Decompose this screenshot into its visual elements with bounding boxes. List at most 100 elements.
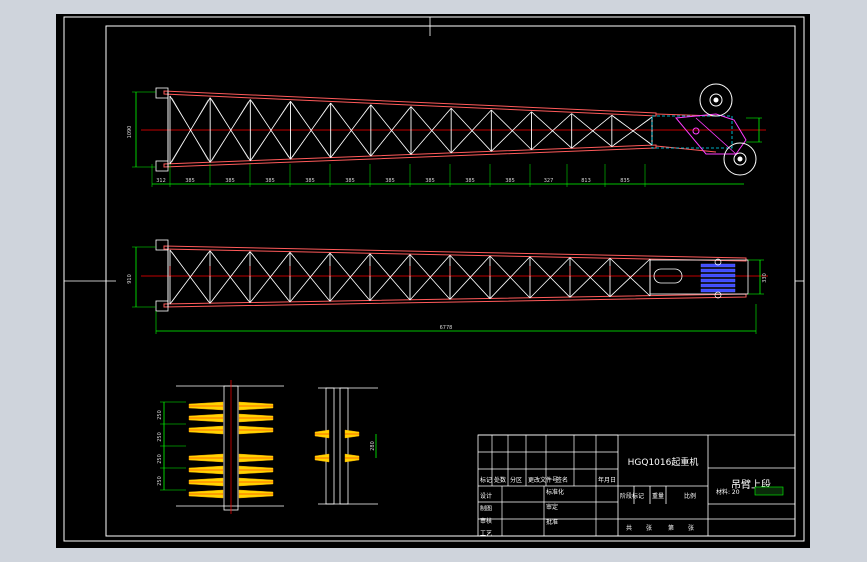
head-box: [651, 115, 733, 149]
root-plate: [155, 300, 169, 312]
head-plate: [675, 113, 747, 155]
segment-dim-text: 385: [465, 178, 475, 184]
pin: [700, 283, 736, 288]
segment-dim-text: 385: [345, 178, 355, 184]
right-dim-text: 330: [762, 273, 768, 283]
lower-chord: [163, 144, 657, 168]
lattice-diagonal-inner: [453, 111, 490, 152]
head-link: [695, 117, 737, 155]
pin: [700, 278, 736, 283]
sheet-label: 张: [646, 524, 652, 532]
lattice-diagonal-inner: [252, 103, 289, 159]
segment-dim-text: 385: [305, 178, 315, 184]
sheet-label: 共: [626, 524, 632, 532]
lattice-diagonal-inner: [371, 256, 409, 299]
lattice-diagonal-inner: [412, 110, 450, 153]
pin: [700, 273, 736, 278]
role-label: 工艺: [480, 530, 492, 538]
lattice-diagonal-inner: [451, 257, 489, 298]
lattice-diagonal-inner: [491, 258, 529, 297]
head-box: [649, 259, 749, 295]
lattice-diagonal-inner: [531, 258, 569, 296]
lattice-diagonal-inner: [411, 256, 449, 298]
root-plate: [155, 160, 169, 172]
head-pin-stack: [700, 258, 736, 299]
sheave-lower-hub: [733, 152, 747, 166]
segment-dim-text: 385: [185, 178, 195, 184]
pin: [700, 288, 736, 293]
lattice-diagonal-inner: [453, 110, 490, 150]
lattice-diagonal-inner: [531, 259, 569, 297]
lattice-diagonal-inner: [291, 254, 329, 300]
lattice-diagonal-inner: [412, 108, 450, 152]
segment-dim-text: 813: [581, 178, 591, 184]
stage-label: 阶段标记: [620, 492, 644, 500]
sheave-upper-hub: [709, 93, 723, 107]
title-block-border: [477, 434, 796, 537]
height-dim-text: 910: [127, 274, 133, 284]
lattice-diagonal-inner: [611, 260, 649, 295]
lattice-diagonal-inner: [493, 111, 530, 148]
segment-dim-text: 327: [544, 178, 554, 184]
sheave-upper-pin: [713, 97, 719, 103]
title-block-grid: [478, 434, 618, 537]
lattice-diagonal-inner: [491, 257, 529, 297]
revision-header: 标记: [480, 476, 492, 484]
segment-dim-text: 835: [620, 178, 630, 184]
segment-dim-text: 385: [425, 178, 435, 184]
stage-label: 重量: [652, 492, 664, 500]
lower-chord: [163, 293, 747, 308]
segment-dim-text: 385: [225, 178, 235, 184]
lattice-diagonal-inner: [211, 252, 249, 301]
segment-dim-text: 385: [505, 178, 515, 184]
lattice-diagonal-inner: [573, 115, 610, 145]
lattice-diagonal-inner: [292, 104, 329, 158]
detail-right-welds: [314, 429, 360, 463]
upper-chord-ext: [655, 113, 717, 117]
sheave-lower: [723, 142, 757, 176]
detail-dim-text: 250: [157, 454, 163, 464]
sheave-upper: [699, 83, 733, 117]
stage-label: 比例: [684, 492, 696, 500]
detail-left-welds: [188, 401, 274, 499]
detail-post: [339, 387, 349, 505]
pin-end: [714, 258, 722, 266]
side-lattice: [169, 249, 651, 305]
lattice-diagonal-inner: [611, 260, 649, 295]
lattice-diagonal-inner: [211, 99, 249, 159]
revision-header: 分区: [510, 476, 522, 484]
segment-dim-text: 385: [385, 178, 395, 184]
material-text: 材料: 20: [716, 488, 740, 496]
lattice-diagonal-inner: [493, 113, 530, 150]
upper-chord: [163, 245, 747, 262]
lattice-diagonal-inner: [571, 259, 609, 295]
lattice-diagonal-inner: [331, 254, 369, 299]
lattice-diagonal-inner: [331, 255, 369, 300]
revision-header: 处数: [494, 476, 506, 484]
approval-label: 批准: [546, 518, 558, 526]
lattice-diagonal-inner: [332, 104, 369, 155]
role-label: 制图: [480, 505, 492, 513]
approval-label: 审定: [546, 503, 558, 511]
lattice-diagonal-inner: [411, 257, 449, 299]
detail-dim-text: 250: [157, 410, 163, 420]
pin: [700, 263, 736, 268]
outer-frame: [63, 16, 805, 542]
lattice-diagonal-inner: [371, 255, 409, 299]
role-label: 设计: [480, 492, 492, 500]
revision-header: 年月日: [598, 476, 616, 484]
lattice-diagonal-inner: [533, 115, 570, 148]
role-label: 审核: [480, 517, 492, 525]
lattice-diagonal-inner: [372, 106, 410, 153]
head-slot: [653, 268, 683, 284]
lattice-diagonal-inner: [571, 260, 609, 296]
lattice-diagonal-inner: [332, 106, 369, 156]
lattice-diagonal-inner: [613, 117, 651, 144]
detail-post: [325, 387, 335, 505]
lattice-diagonal-inner: [251, 254, 289, 301]
side-view: 910 330 6778: [127, 239, 768, 334]
